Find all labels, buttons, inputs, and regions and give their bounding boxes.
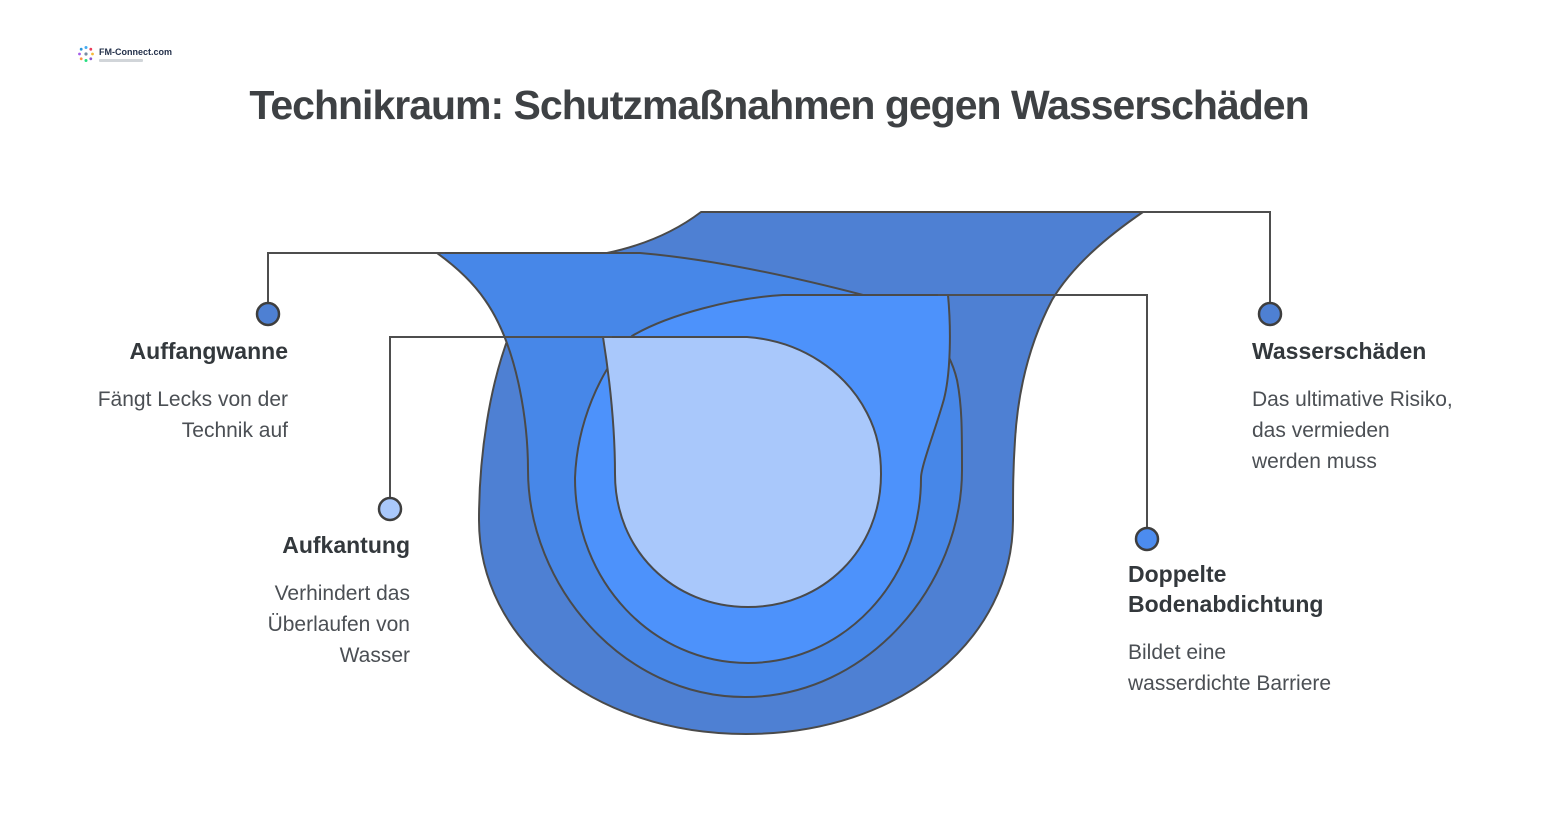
page-title: Technikraum: Schutzmaßnahmen gegen Wasse…	[249, 82, 1309, 128]
logo-brand-text: FM-Connect.com	[99, 46, 172, 57]
dot-doppelte-bodenabdichtung	[1134, 526, 1160, 552]
callout-wasserschaeden: Wasserschäden Das ultimative Risiko, das…	[1252, 336, 1532, 477]
layer-aufkantung-shape	[602, 336, 882, 608]
callout-doppelte-desc: Bildet eine wasserdichte Barriere	[1128, 641, 1332, 695]
callout-auffangwanne-desc: Fängt Lecks von der Technik auf	[97, 388, 288, 442]
leader-doppelte-bodenabdichtung	[938, 294, 1148, 527]
dot-auffangwanne	[255, 301, 281, 327]
callout-aufkantung-desc: Verhindert das Überlaufen von Wasser	[267, 582, 410, 667]
callout-wasserschaeden-title: Wasserschäden	[1252, 338, 1427, 364]
logo: FM-Connect.com	[76, 44, 172, 64]
logo-burst-icon	[78, 46, 94, 62]
callout-aufkantung: Aufkantung Verhindert das Überlaufen von…	[160, 530, 410, 671]
leader-auffangwanne	[267, 252, 445, 302]
callout-doppelte-bodenabdichtung: Doppelte Bodenabdichtung Bildet eine was…	[1128, 559, 1438, 699]
callout-auffangwanne-title: Auffangwanne	[129, 338, 288, 364]
callout-auffangwanne: Auffangwanne Fängt Lecks von der Technik…	[38, 336, 288, 446]
leader-wasserschaeden	[1140, 211, 1271, 302]
dot-aufkantung	[377, 496, 403, 522]
logo-tagline-bar	[99, 58, 143, 62]
dot-wasserschaeden	[1257, 301, 1283, 327]
leader-aufkantung	[389, 336, 612, 497]
callout-aufkantung-title: Aufkantung	[282, 532, 410, 558]
callout-doppelte-title: Doppelte Bodenabdichtung	[1128, 561, 1324, 617]
callout-wasserschaeden-desc: Das ultimative Risiko, das vermieden wer…	[1252, 388, 1453, 473]
